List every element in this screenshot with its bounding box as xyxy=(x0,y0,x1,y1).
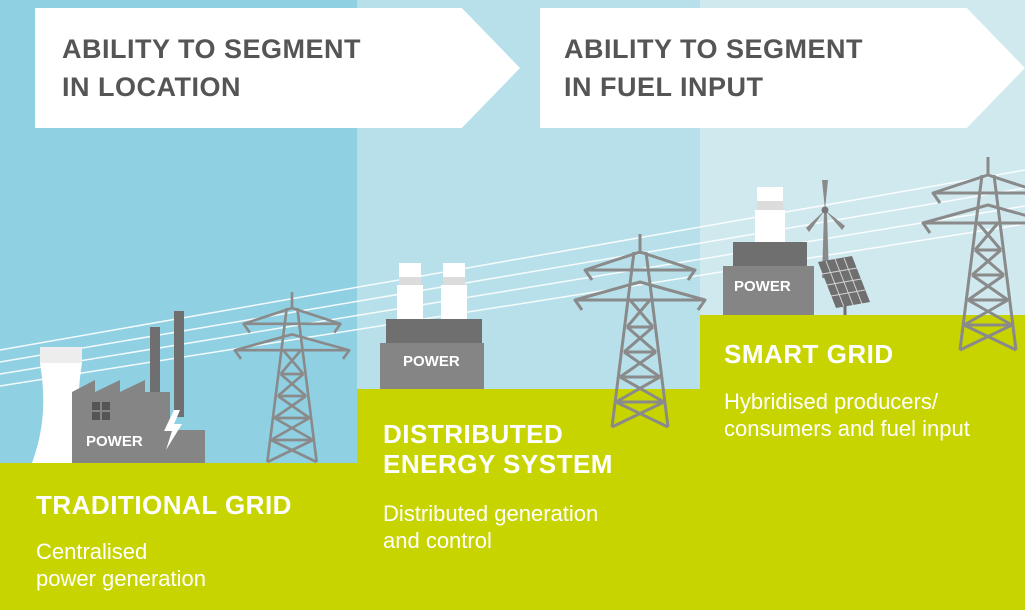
step-smart xyxy=(700,315,1025,610)
title-line: ENERGY SYSTEM xyxy=(383,449,613,479)
smart-power-plant-icon xyxy=(723,187,814,315)
pylon-icon xyxy=(573,232,707,429)
lightning-icon xyxy=(164,410,182,450)
stage-description-smart: Hybridised producers/ consumers and fuel… xyxy=(724,388,1024,442)
banner-line: IN LOCATION xyxy=(62,72,241,102)
stage-description-traditional: Centralised power generation xyxy=(36,538,276,592)
banner-text-location: ABILITY TO SEGMENT IN LOCATION xyxy=(62,30,442,106)
banner-line: ABILITY TO SEGMENT xyxy=(62,34,362,64)
stage-title-traditional: TRADITIONAL GRID xyxy=(36,490,292,520)
chimney-icon xyxy=(150,311,184,417)
title-line: DISTRIBUTED xyxy=(383,419,564,449)
plant-label-smart: POWER xyxy=(734,278,791,295)
banner-line: ABILITY TO SEGMENT xyxy=(564,34,864,64)
description-line: power generation xyxy=(36,566,207,591)
plant-label-traditional: POWER xyxy=(86,433,143,450)
stage-title-distributed: DISTRIBUTED ENERGY SYSTEM xyxy=(383,419,673,479)
arrow-banner-fuel xyxy=(540,8,1025,128)
banner-text-fuel: ABILITY TO SEGMENT IN FUEL INPUT xyxy=(564,30,944,106)
wind-turbine-icon xyxy=(806,180,845,278)
stage-description-distributed: Distributed generation and control xyxy=(383,500,673,554)
description-line: Hybridised producers/ xyxy=(724,389,938,414)
banner-line: IN FUEL INPUT xyxy=(564,72,764,102)
arrow-banner-location xyxy=(35,8,520,128)
step-distributed xyxy=(357,389,700,610)
stage-title-smart: SMART GRID xyxy=(724,339,894,369)
description-line: Distributed generation xyxy=(383,501,599,526)
step-traditional xyxy=(0,463,370,610)
solar-panel-icon xyxy=(818,256,870,315)
description-line: Centralised xyxy=(36,539,148,564)
description-line: and control xyxy=(383,528,492,553)
pylon-icon xyxy=(233,290,351,464)
power-line-icon xyxy=(0,169,1025,387)
distributed-power-plant-icon xyxy=(380,263,484,389)
description-line: consumers and fuel input xyxy=(724,416,970,441)
factory-icon xyxy=(72,380,205,463)
plant-label-distributed: POWER xyxy=(403,353,460,370)
